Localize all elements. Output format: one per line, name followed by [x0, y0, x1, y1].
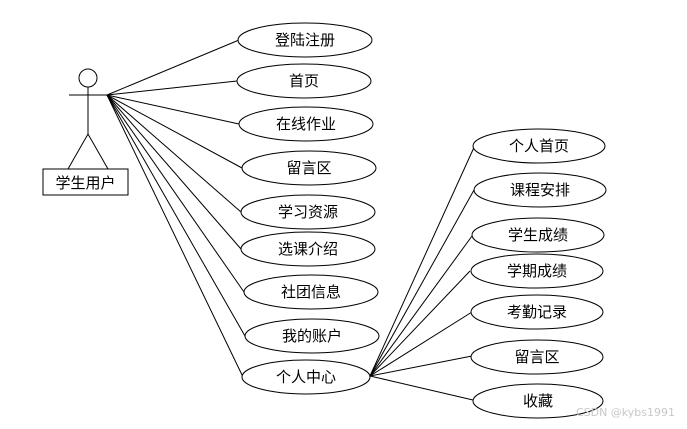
usecase-course-schedule: 课程安排: [473, 172, 607, 208]
usecase-my-account: 我的账户: [244, 318, 380, 354]
usecase-ellipse: [238, 106, 374, 142]
actor-right-leg: [87, 133, 109, 170]
assoc-line: [106, 39, 240, 96]
usecase-favorites: 收藏: [472, 383, 604, 419]
actor-associations: [106, 39, 246, 378]
usecase-online-homework: 在线作业: [238, 106, 374, 142]
assoc-line: [106, 80, 238, 96]
usecase-course-intro: 选课介绍: [240, 231, 376, 267]
usecase-label: 在线作业: [276, 115, 336, 133]
usecase-ellipse: [470, 294, 604, 330]
usecase-attendance-records: 考勤记录: [470, 294, 604, 330]
assoc-line: [106, 94, 245, 293]
actor-label: 学生用户: [55, 174, 115, 192]
usecase-label: 个人首页: [509, 137, 569, 155]
usecase-label: 留言区: [514, 348, 559, 366]
assoc-line: [106, 94, 240, 125]
assoc-line: [106, 94, 242, 250]
usecase-semester-grades: 学期成绩: [470, 253, 604, 289]
usecase-login-register: 登陆注册: [237, 22, 373, 58]
sub-associations: [369, 142, 477, 401]
watermark: CSDN @kybs1991: [576, 406, 675, 419]
usecase-home: 首页: [236, 63, 372, 99]
usecase-label: 学期成绩: [507, 262, 567, 280]
sub-line: [369, 375, 474, 401]
actor-head-icon: [78, 68, 98, 88]
usecase-ellipse: [472, 128, 606, 164]
usecase-ellipse: [470, 339, 604, 375]
assoc-line: [106, 94, 246, 337]
usecase-ellipse: [241, 359, 371, 395]
usecase-label: 我的账户: [282, 327, 342, 345]
usecase-label: 课程安排: [510, 181, 570, 199]
actor-left-leg: [67, 133, 89, 170]
usecase-label: 社团信息: [281, 283, 341, 301]
assoc-line: [106, 94, 242, 213]
usecase-ellipse: [244, 318, 380, 354]
sub-line: [369, 355, 473, 377]
assoc-line: [106, 94, 243, 169]
main-usecase-group: 登陆注册 首页 在线作业 留言区 学习资源 选课介绍 社团信息 我的账户: [236, 22, 380, 395]
usecase-label: 登陆注册: [275, 31, 335, 49]
actor-label-box: [42, 168, 129, 196]
student-actor: 学生用户: [42, 68, 129, 196]
usecase-ellipse: [473, 172, 607, 208]
usecase-learning-resources: 学习资源: [240, 194, 376, 230]
usecase-label: 学习资源: [278, 203, 338, 221]
usecase-personal-home: 个人首页: [472, 128, 606, 164]
usecase-label: 首页: [289, 72, 319, 90]
usecase-ellipse: [237, 22, 373, 58]
assoc-line: [106, 94, 244, 378]
usecase-ellipse: [470, 253, 604, 289]
usecase-personal-center: 个人中心: [241, 359, 371, 395]
usecase-ellipse: [240, 231, 376, 267]
sub-line: [369, 311, 473, 377]
usecase-ellipse: [471, 217, 605, 253]
sub-line: [369, 142, 477, 377]
usecase-ellipse: [240, 194, 376, 230]
usecase-ellipse: [241, 150, 377, 186]
usecase-ellipse: [236, 63, 372, 99]
usecase-label: 留言区: [286, 159, 331, 177]
usecase-message-board-sub: 留言区: [470, 339, 604, 375]
usecase-student-grades: 学生成绩: [471, 217, 605, 253]
usecase-label: 考勤记录: [507, 303, 567, 321]
usecase-label: 学生成绩: [508, 226, 568, 244]
usecase-label: 选课介绍: [278, 240, 338, 258]
usecase-message-board: 留言区: [241, 150, 377, 186]
sub-line: [369, 235, 473, 377]
sub-line: [369, 270, 471, 377]
usecase-ellipse: [472, 383, 604, 419]
sub-line: [369, 189, 475, 377]
usecase-label: 个人中心: [276, 368, 336, 386]
sub-usecase-group: 个人首页 课程安排 学生成绩 学期成绩 考勤记录 留言区 收藏: [470, 128, 607, 419]
usecase-club-info: 社团信息: [243, 274, 379, 310]
usecase-label: 收藏: [523, 392, 553, 410]
usecase-ellipse: [243, 274, 379, 310]
